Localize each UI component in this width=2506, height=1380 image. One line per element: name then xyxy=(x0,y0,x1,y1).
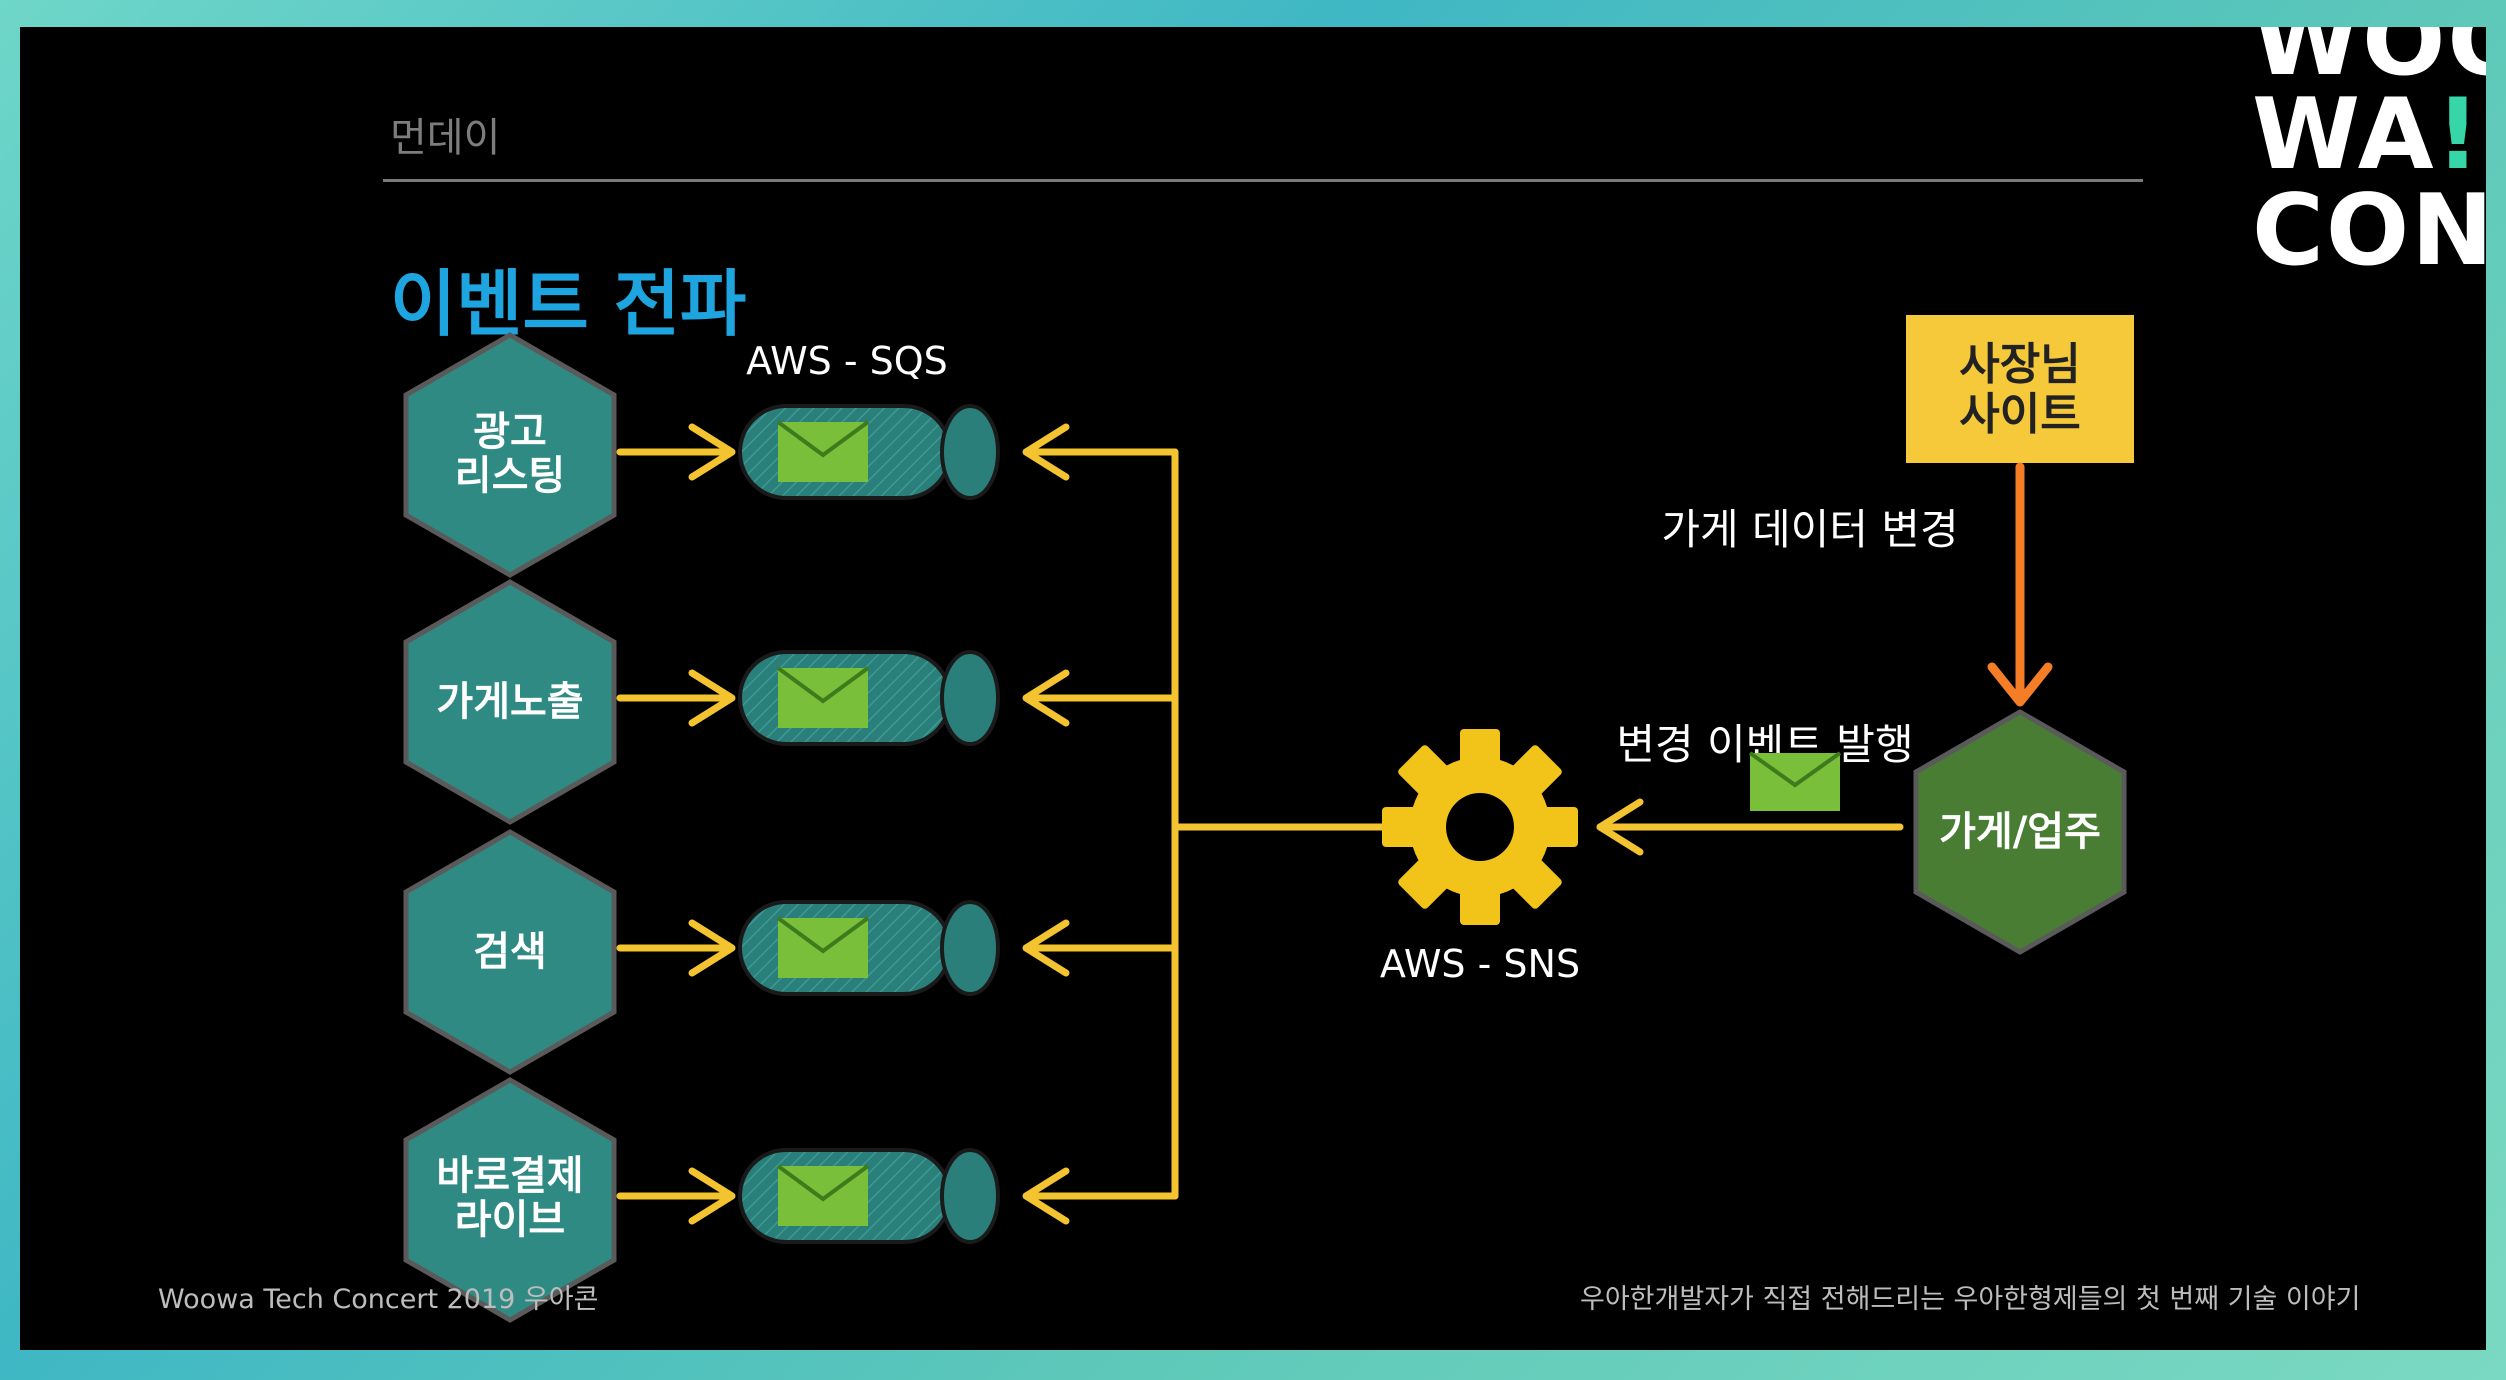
sqs-queue xyxy=(738,404,1000,500)
owner-site-box: 사장님 사이트 xyxy=(1906,315,2134,463)
sqs-queue xyxy=(738,1148,1000,1244)
event-propagation-diagram: AWS - SQS 광고 리스팅 가게노출 검색 바로결제 라이브 xyxy=(403,315,2134,1323)
header-divider xyxy=(383,179,2143,182)
store-change-arrow xyxy=(1987,462,2053,707)
sqs-queue xyxy=(738,900,1000,996)
section-label: 먼데이 xyxy=(390,115,501,161)
svg-text:사장님: 사장님 xyxy=(1959,339,2080,390)
consumer-hexagon-direct-pay-live: 바로결제 라이브 xyxy=(403,1077,617,1323)
store-owner-hexagon: 가게/업주 xyxy=(1913,709,2127,955)
svg-text:검색: 검색 xyxy=(473,929,547,975)
woowacon-logo: WOO WA! CON xyxy=(2230,27,2486,287)
svg-text:광고: 광고 xyxy=(473,409,547,455)
footer-right: 우아한개발자가 직접 전해드리는 우아한형제들의 첫 번째 기술 이야기 xyxy=(1580,1284,2361,1315)
queue-to-consumer-arrows xyxy=(616,423,736,1225)
store-change-label: 가게 데이터 변경 xyxy=(1661,505,1958,554)
svg-text:사이트: 사이트 xyxy=(1959,389,2080,440)
consumer-hexagon-store-exposure: 가게노출 xyxy=(403,579,617,825)
consumer-hexagon-ad-listing: 광고 리스팅 xyxy=(403,332,617,578)
svg-text:리스팅: 리스팅 xyxy=(455,453,565,499)
presentation-slide: 먼데이 이벤트 전파 WOO WA! CON AWS - SQS 광고 리스팅 … xyxy=(20,27,2486,1350)
envelope-icon xyxy=(776,1164,870,1226)
logo-line-2: WA! xyxy=(2252,78,2483,192)
envelope-icon xyxy=(776,666,870,728)
sqs-queue xyxy=(738,650,1000,746)
envelope-icon xyxy=(1748,751,1842,811)
svg-text:바로결제: 바로결제 xyxy=(436,1153,583,1199)
envelope-icon xyxy=(776,916,870,978)
svg-text:가게노출: 가게노출 xyxy=(436,679,583,725)
envelope-icon xyxy=(776,420,870,482)
svg-text:가게/업주: 가게/업주 xyxy=(1939,809,2101,855)
logo-line-3: CON xyxy=(2252,174,2486,288)
slide-title: 이벤트 전파 xyxy=(390,262,747,346)
sqs-label: AWS - SQS xyxy=(746,339,948,383)
svg-text:라이브: 라이브 xyxy=(455,1197,565,1243)
sns-fanout-arrows xyxy=(1022,423,1394,1225)
logo-line-1: WOO xyxy=(2252,27,2486,98)
gear-icon xyxy=(1382,729,1578,925)
consumer-hexagon-search: 검색 xyxy=(403,829,617,1075)
footer-left: Woowa Tech Concert 2019 우아콘 xyxy=(158,1284,599,1315)
sns-label: AWS - SNS xyxy=(1380,942,1580,986)
publish-arrow xyxy=(1596,798,1904,856)
